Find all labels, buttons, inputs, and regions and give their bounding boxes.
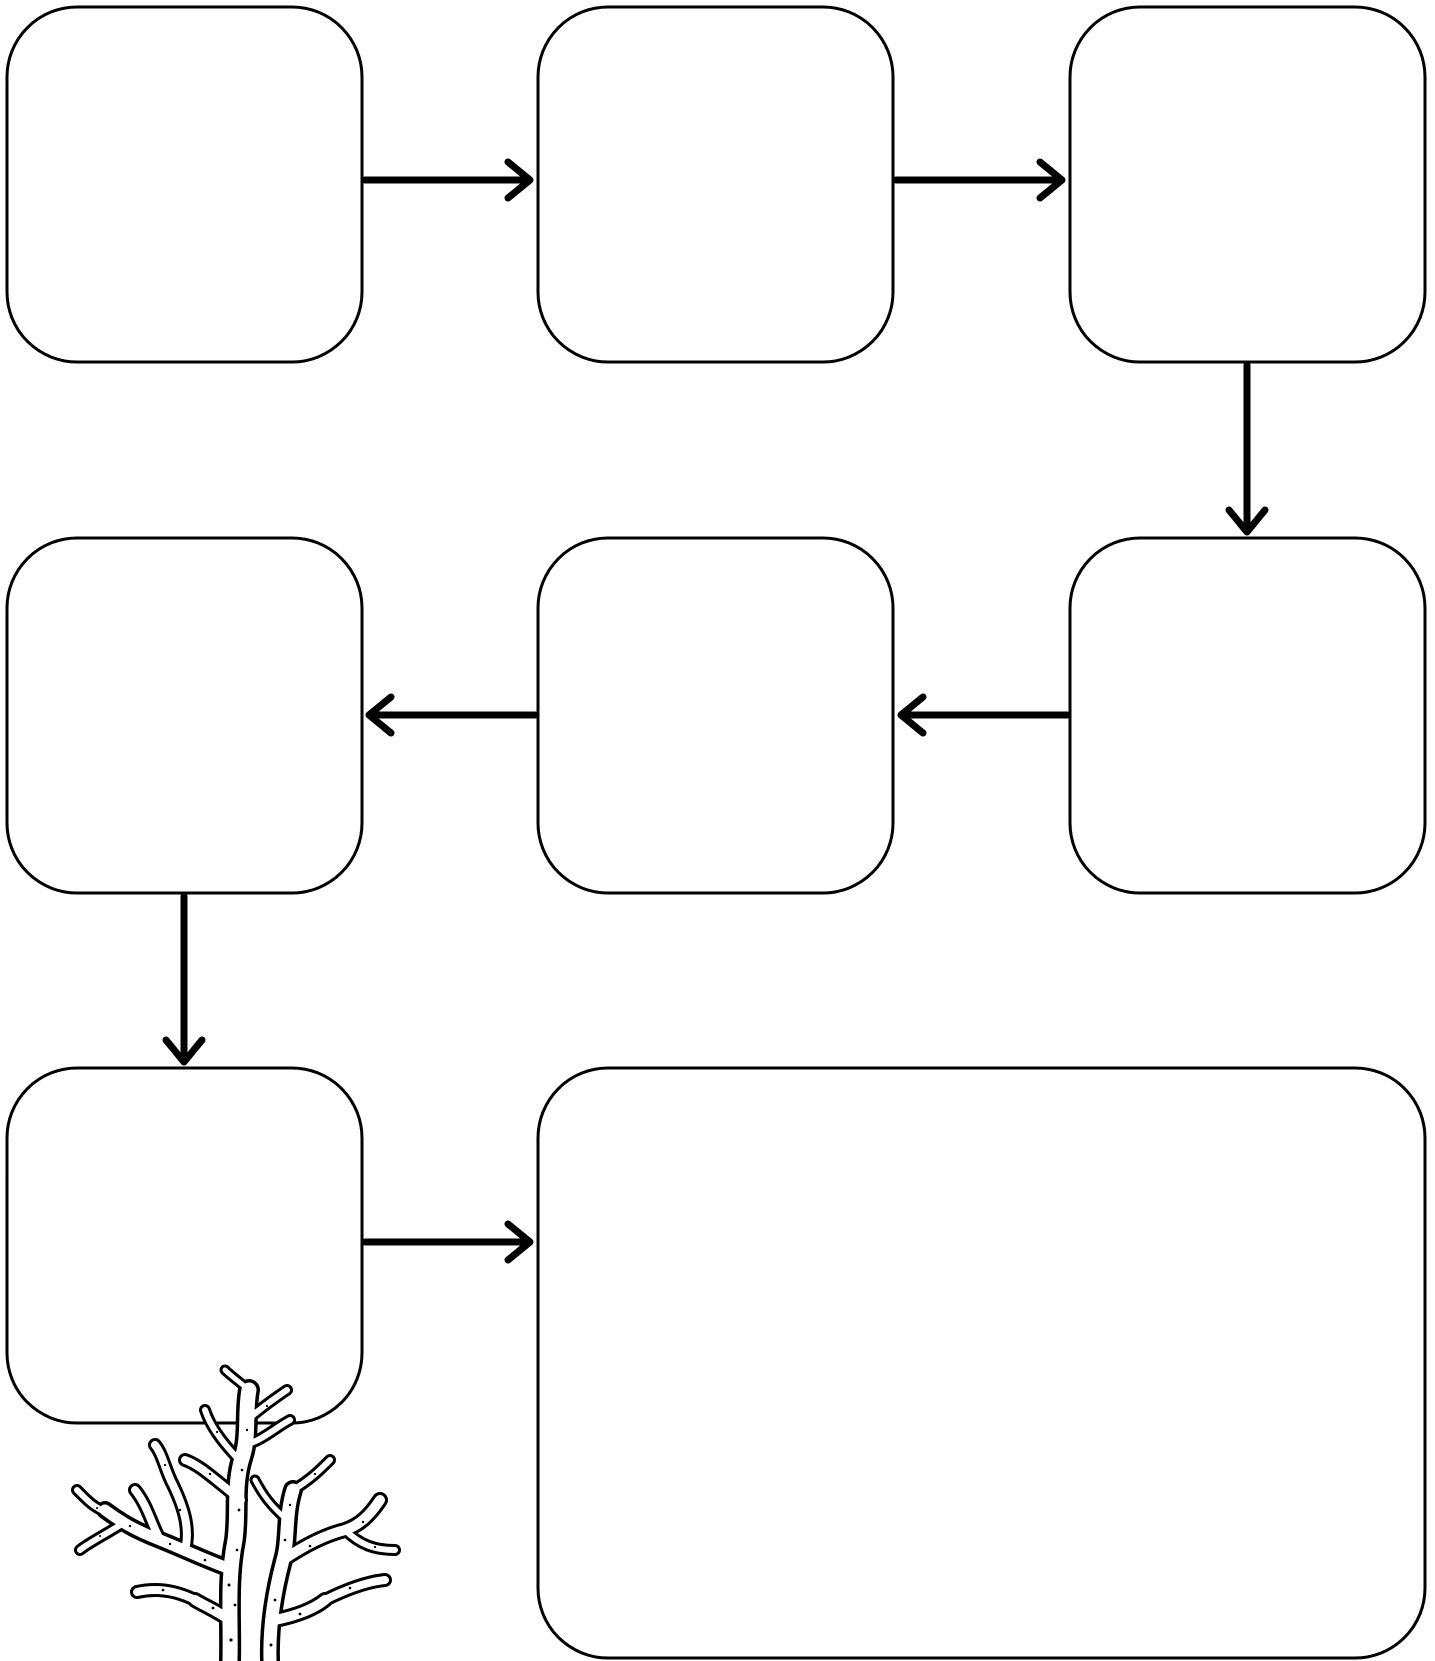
flow-box-3: [1068, 5, 1427, 364]
flow-box-8: [536, 1066, 1427, 1660]
arrow-7-to-8: [361, 1220, 534, 1264]
arrow-6-to-7: [162, 892, 206, 1066]
arrow-5-to-6: [365, 693, 539, 737]
flow-box-6: [5, 536, 364, 895]
coral-icon: [71, 1364, 401, 1661]
flow-box-7: [5, 1066, 364, 1425]
arrow-1-to-2: [361, 158, 534, 202]
flow-box-2: [536, 5, 895, 364]
arrow-4-to-5: [897, 693, 1071, 737]
arrow-3-to-4: [1225, 361, 1269, 536]
flow-box-5: [536, 536, 895, 895]
flow-box-1: [5, 5, 364, 364]
flow-box-4: [1068, 536, 1427, 895]
arrow-2-to-3: [892, 158, 1066, 202]
